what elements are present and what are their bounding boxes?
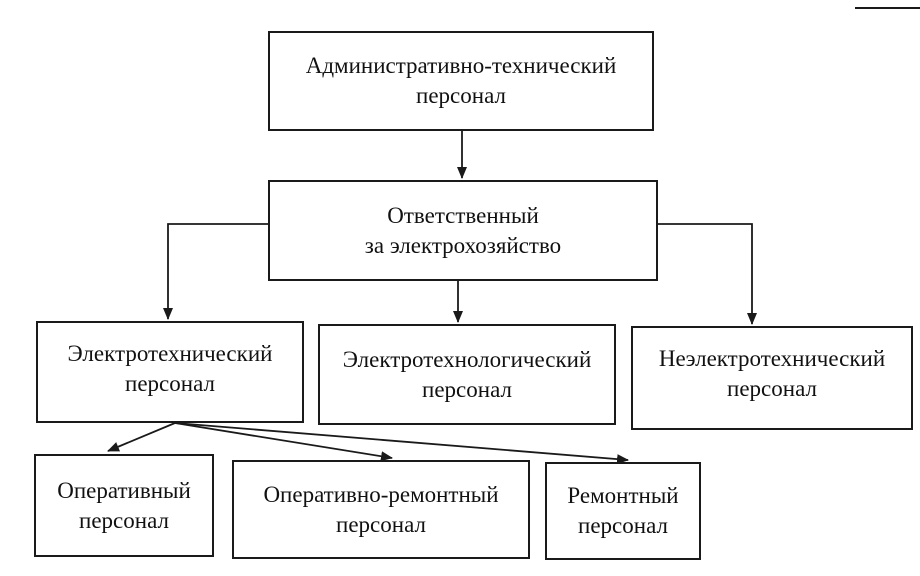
node-nonelectrotech-line-2: персонал xyxy=(727,376,817,401)
node-electrotechnical-personnel: Электротехнический персонал xyxy=(36,321,304,423)
node-nonelectrotech-line-1: Неэлектротехнический xyxy=(658,346,886,371)
node-electrotechnological-personnel: Электротехнологический персонал xyxy=(318,324,616,425)
edge-electrotech-to-operative-repair xyxy=(174,422,393,462)
edge-electrotech-to-repair xyxy=(174,422,629,465)
node-electrotechnological-line-1: Электротехнологический xyxy=(342,346,592,372)
node-operative-repair-personnel: Оперативно-ремонтный персонал xyxy=(232,460,530,559)
node-operative-repair-line-2: персонал xyxy=(336,511,426,537)
node-electrotech-line-2: персонал xyxy=(125,371,215,396)
node-admin-line-1: Административно-технический xyxy=(305,53,617,78)
edge-responsible-to-electrotech xyxy=(163,223,268,320)
node-nonelectrotechnical-personnel: Неэлектротехнический персонал xyxy=(631,326,913,430)
node-responsible-line-1: Ответственный xyxy=(387,202,539,228)
node-responsible-for-electrical: Ответственный за электрохозяйство xyxy=(268,180,658,281)
node-admin-line-2: персонал xyxy=(416,83,506,108)
node-responsible-line-2: за электрохозяйство xyxy=(364,232,562,258)
node-electrotech-line-1: Электротехнический xyxy=(67,341,273,366)
node-repair-line-1: Ремонтный xyxy=(567,483,679,508)
node-operative-personnel: Оперативный персонал xyxy=(34,454,214,557)
node-admin-technical-personnel: Административно-технический персонал xyxy=(268,31,654,131)
node-operative-repair-line-1: Оперативно-ремонтный xyxy=(263,481,499,507)
node-operative-line-2: персонал xyxy=(79,507,169,533)
edge-responsible-to-nonelectrotech xyxy=(657,223,757,325)
scan-artifact-line xyxy=(855,7,920,9)
node-repair-line-2: персонал xyxy=(578,513,668,538)
node-electrotechnological-line-2: персонал xyxy=(422,376,512,402)
node-operative-line-1: Оперативный xyxy=(57,477,191,503)
node-repair-personnel: Ремонтный персонал xyxy=(545,462,701,560)
edge-electrotech-to-operative xyxy=(107,422,176,452)
